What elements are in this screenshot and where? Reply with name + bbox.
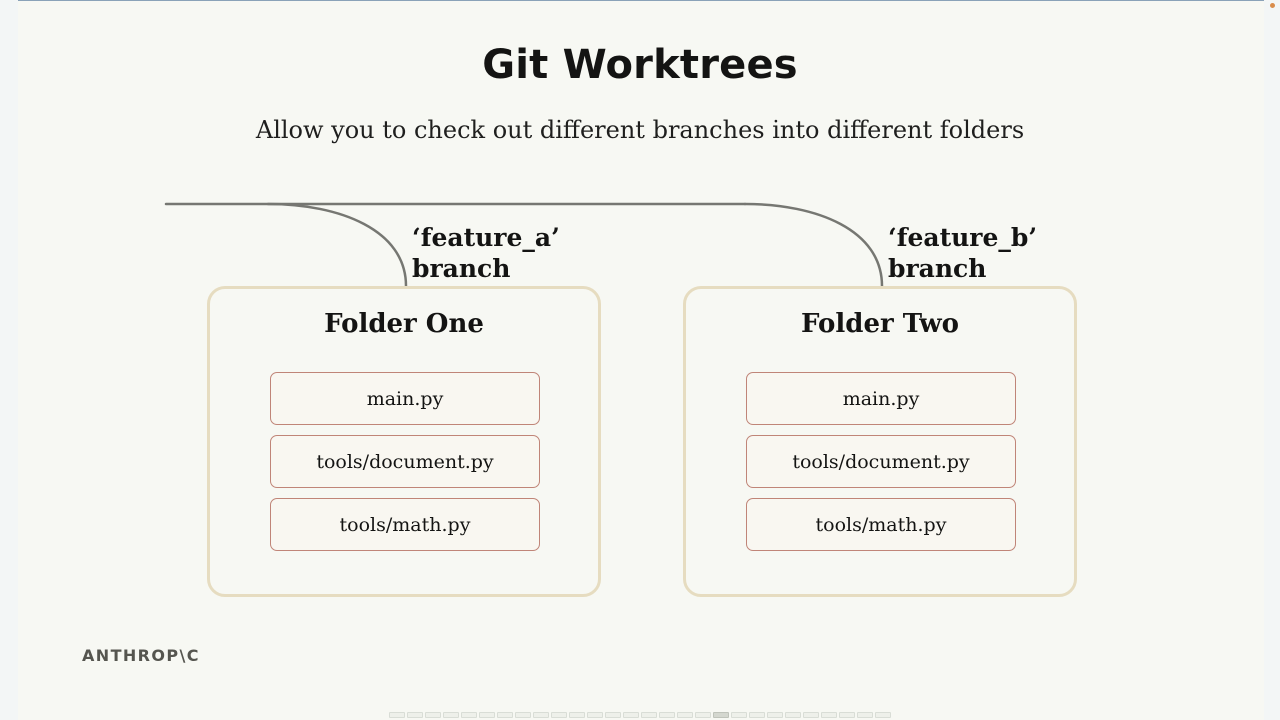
folder-two-title: Folder Two xyxy=(801,309,959,339)
folder-one-file-list: main.py tools/document.py tools/math.py xyxy=(270,372,540,561)
feature-a-branch-name: ‘feature_a’ xyxy=(412,223,560,252)
slide-thumbnail-15[interactable] xyxy=(641,712,657,718)
folder-one-file-document: tools/document.py xyxy=(270,435,540,488)
slide-thumbnail-9[interactable] xyxy=(533,712,549,718)
slide-thumbnail-1[interactable] xyxy=(389,712,405,718)
slide-thumbnail-2[interactable] xyxy=(407,712,423,718)
folder-one-box: Folder One main.py tools/document.py too… xyxy=(207,286,601,597)
feature-b-branch-name: ‘feature_b’ xyxy=(888,223,1038,252)
folder-one-file-main: main.py xyxy=(270,372,540,425)
slide-thumbnail-25[interactable] xyxy=(821,712,837,718)
slide-thumbnail-19[interactable] xyxy=(713,712,729,718)
feature-b-branch-word: branch xyxy=(888,254,987,283)
folder-two-file-list: main.py tools/document.py tools/math.py xyxy=(746,372,1016,561)
slide-thumbnail-17[interactable] xyxy=(677,712,693,718)
slide-thumbnail-16[interactable] xyxy=(659,712,675,718)
slide-thumbnail-26[interactable] xyxy=(839,712,855,718)
feature-b-branch-label: ‘feature_b’ branch xyxy=(888,222,1037,284)
slide-title: Git Worktrees xyxy=(482,42,798,88)
feature-a-branch-label: ‘feature_a’ branch xyxy=(412,222,560,284)
slide-thumbnail-12[interactable] xyxy=(587,712,603,718)
slide-thumbnail-14[interactable] xyxy=(623,712,639,718)
feature-a-branch-word: branch xyxy=(412,254,511,283)
slide-subtitle: Allow you to check out different branche… xyxy=(255,116,1025,144)
slide-thumbnail-3[interactable] xyxy=(425,712,441,718)
slide-thumbnail-20[interactable] xyxy=(731,712,747,718)
status-dot-icon xyxy=(1270,3,1275,8)
right-edge-panel xyxy=(1264,0,1280,720)
feature-b-branch-curve xyxy=(743,202,884,288)
slide-thumbnail-21[interactable] xyxy=(749,712,765,718)
folder-two-file-document: tools/document.py xyxy=(746,435,1016,488)
slide-thumbnail-28[interactable] xyxy=(875,712,891,718)
feature-a-branch-curve xyxy=(266,202,408,288)
slide-thumbnail-5[interactable] xyxy=(461,712,477,718)
folder-two-file-math: tools/math.py xyxy=(746,498,1016,551)
top-edge-line xyxy=(0,0,1280,1)
slide-thumbnail-4[interactable] xyxy=(443,712,459,718)
slide-thumbnail-11[interactable] xyxy=(569,712,585,718)
slide-thumbnail-7[interactable] xyxy=(497,712,513,718)
folder-one-file-math: tools/math.py xyxy=(270,498,540,551)
folder-two-file-main: main.py xyxy=(746,372,1016,425)
slide-thumbnail-6[interactable] xyxy=(479,712,495,718)
slide-thumbnail-10[interactable] xyxy=(551,712,567,718)
slide-thumbnail-27[interactable] xyxy=(857,712,873,718)
slide-thumbnail-13[interactable] xyxy=(605,712,621,718)
folder-one-title: Folder One xyxy=(324,309,484,339)
anthropic-logo: ANTHROP\C xyxy=(82,646,200,665)
left-edge-panel xyxy=(0,0,18,720)
slide-thumbnail-24[interactable] xyxy=(803,712,819,718)
folder-two-box: Folder Two main.py tools/document.py too… xyxy=(683,286,1077,597)
slide-thumbnail-22[interactable] xyxy=(767,712,783,718)
slide-navigation-strip xyxy=(389,711,893,719)
slide-thumbnail-8[interactable] xyxy=(515,712,531,718)
slide-thumbnail-18[interactable] xyxy=(695,712,711,718)
slide-thumbnail-23[interactable] xyxy=(785,712,801,718)
